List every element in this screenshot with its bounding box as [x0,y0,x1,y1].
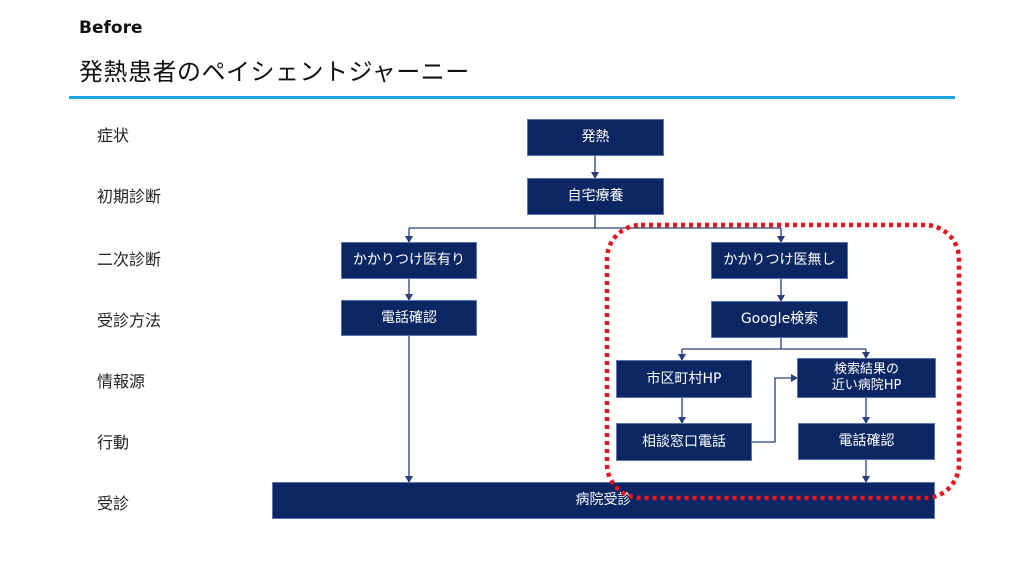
node-phone-confirm-right: 電話確認 [798,423,935,460]
row-label-action: 行動 [97,433,130,452]
node-no-family-doctor: かかりつけ医無し [711,242,848,279]
connector-consult-to-nearby [752,374,798,443]
node-has-family-doctor: かかりつけ医有り [341,242,477,279]
node-phone-confirm-left: 電話確認 [341,300,477,336]
row-label-information-source: 情報源 [97,372,146,391]
node-google-search: Google検索 [711,301,848,338]
node-nearby-hospital-hp-label: 検索結果の 近い病院HP [831,362,902,393]
node-hospital-visit: 病院受診 [272,482,935,519]
highlight-dotted-box [604,222,962,501]
node-home-care: 自宅療養 [527,178,664,215]
node-municipal-hp: 市区町村HP [616,360,752,398]
row-label-visit-method: 受診方法 [97,311,162,330]
node-consult-phone: 相談窓口電話 [616,423,752,461]
row-label-hospital-visit: 受診 [97,494,130,513]
slide-title: 発熱患者のペイシェントジャーニー [79,58,470,86]
slide-label: Before [79,18,143,38]
row-label-symptom: 症状 [97,126,130,145]
node-fever: 発熱 [527,119,664,156]
title-divider [69,96,955,99]
node-nearby-hospital-hp: 検索結果の 近い病院HP [797,358,936,398]
row-label-initial-diagnosis: 初期診断 [97,187,162,206]
row-label-secondary-diagnosis: 二次診断 [97,250,162,269]
